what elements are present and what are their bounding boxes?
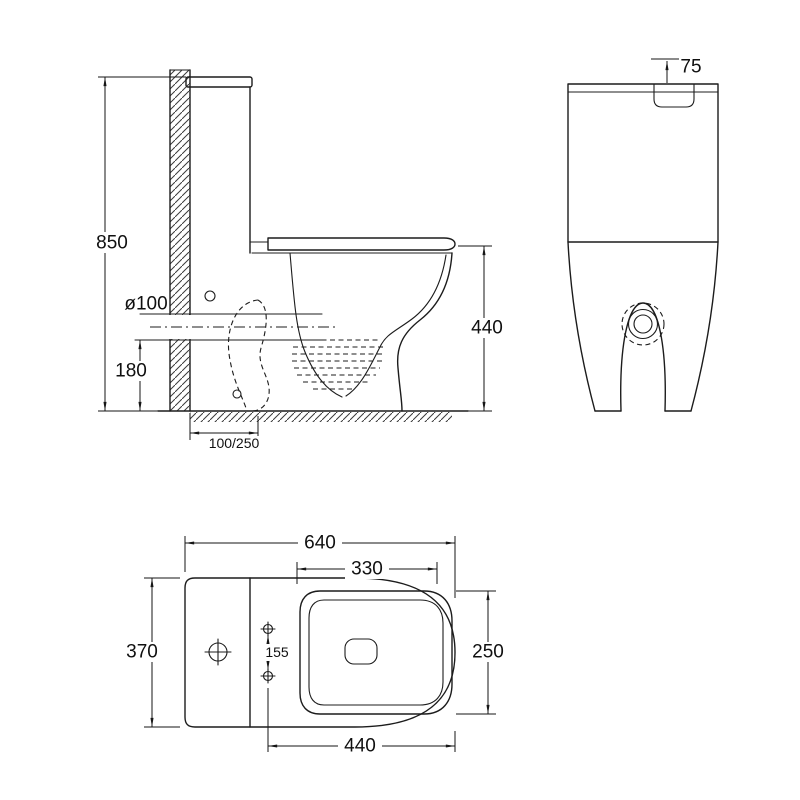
- bowl-outlet-top: [344, 638, 378, 665]
- dim-75-label: 75: [680, 57, 701, 78]
- dim-100-250-label: 100/250: [209, 435, 260, 451]
- trapway-right: [251, 299, 270, 412]
- dim-seat-height: 440: [458, 245, 507, 412]
- supply-hole: [204, 290, 216, 302]
- dim-overall-length: 640: [184, 533, 456, 598]
- cistern-lid: [185, 76, 253, 88]
- tank-center-marker: [204, 638, 232, 666]
- trapway-left: [227, 299, 259, 412]
- dim-155-label: 155: [265, 644, 289, 660]
- dim-250-label: 250: [472, 642, 504, 663]
- dim-seat-width: 250: [456, 590, 508, 715]
- outlet-circle-inner: [633, 314, 653, 334]
- side-view: 850 ø100 180 440 100/250: [92, 69, 507, 451]
- seat-outer: [299, 590, 453, 715]
- dim-drain-height: 180: [113, 340, 150, 411]
- dim-440-top-label: 440: [344, 736, 376, 757]
- seat-inner: [308, 599, 444, 706]
- dim-180-label: 180: [115, 361, 147, 382]
- water-hatch: [292, 339, 384, 390]
- fixing-hole-top-1: [260, 621, 276, 637]
- dim-370-label: 370: [126, 642, 158, 663]
- floor-hatch: [190, 412, 452, 422]
- dim-850-label: 850: [96, 233, 128, 254]
- bowl-outer-profile: [396, 252, 453, 412]
- dim-bolt-spacing: 155: [262, 635, 293, 670]
- dim-outlet-setout: 100/250: [189, 413, 264, 451]
- dim-overall-height: 850: [92, 76, 186, 412]
- dim-440-side-label: 440: [471, 318, 503, 339]
- dim-top-clearance: 75: [651, 57, 702, 83]
- outlet-circle-outer: [621, 302, 665, 346]
- wall-edges: [169, 69, 191, 412]
- flush-button-recess: [653, 83, 695, 108]
- front-cistern: [567, 83, 719, 243]
- top-view: 640 330 370 250: [122, 533, 508, 757]
- footprint-outline: [184, 577, 456, 728]
- fixing-hole-top-2: [260, 668, 276, 684]
- dim-overall-width: 370: [122, 577, 180, 728]
- wall-hatch: [170, 70, 190, 411]
- dim-seat-length: 330: [296, 559, 438, 584]
- front-arch: [620, 302, 666, 412]
- dim-330-label: 330: [351, 559, 383, 580]
- outlet-circle-mid: [627, 308, 659, 340]
- bowl-inner-left: [289, 252, 343, 398]
- front-body-right: [690, 241, 719, 412]
- seat-lid: [267, 237, 456, 251]
- dim-front-length: 440: [267, 688, 456, 757]
- dim-diameter-label: ø100: [124, 294, 167, 315]
- front-body-left: [567, 241, 596, 412]
- front-view: 75: [567, 57, 719, 412]
- bowl-inner-right: [345, 254, 447, 397]
- fixing-hole-side: [232, 389, 242, 399]
- dim-640-label: 640: [304, 533, 336, 554]
